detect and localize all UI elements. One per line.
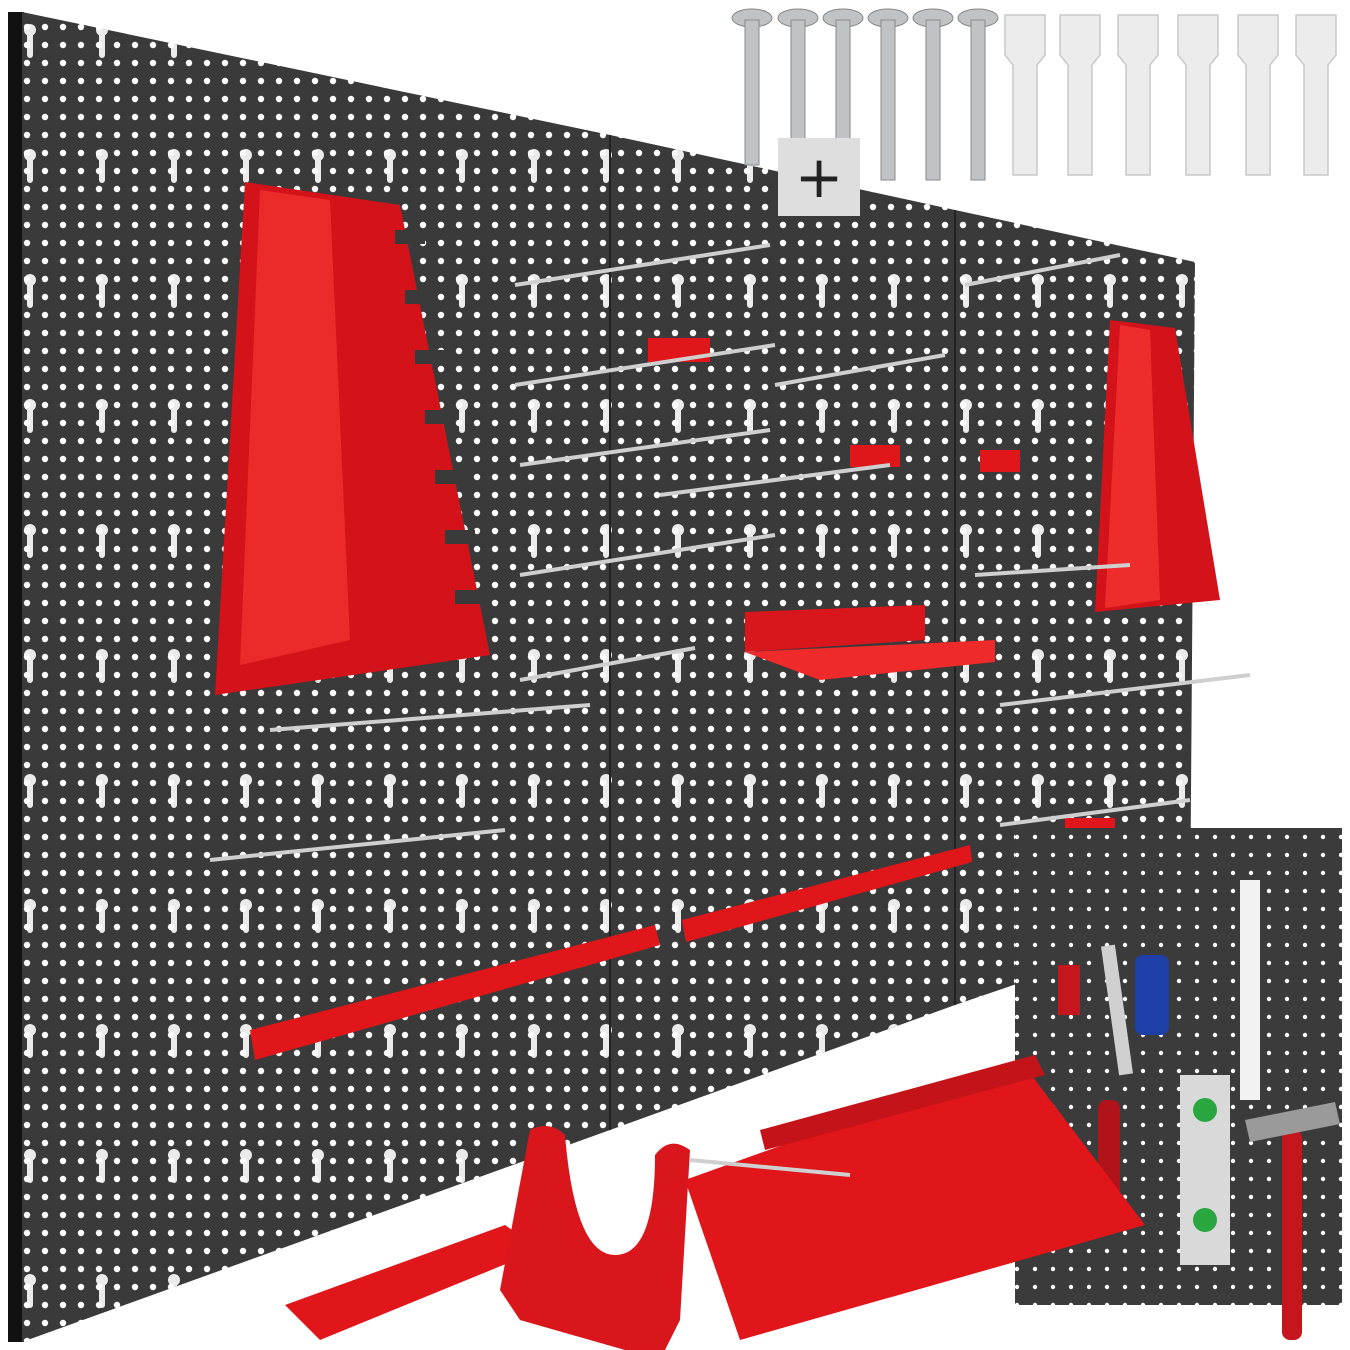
wrench-holder-loose <box>685 1060 1145 1340</box>
tool-holder-bracket <box>500 1126 690 1350</box>
wrench-holder-loose-back <box>760 1055 1045 1150</box>
small-bracket <box>850 445 900 467</box>
bit-holder-block <box>285 1225 540 1340</box>
plus-badge: + <box>778 138 860 216</box>
hooks <box>209 243 1251 862</box>
wrench-holder-small <box>1095 320 1220 612</box>
inset-pegboard <box>1015 828 1342 1340</box>
loose-hook <box>689 1158 851 1177</box>
bit-rail <box>250 925 660 1060</box>
screws <box>731 8 999 181</box>
wall-anchors <box>1004 14 1337 176</box>
small-bracket <box>980 450 1020 472</box>
shelf <box>745 605 995 680</box>
wrench-holder-large <box>215 182 490 695</box>
board-edge <box>8 12 24 1342</box>
bit-rail <box>682 845 972 942</box>
